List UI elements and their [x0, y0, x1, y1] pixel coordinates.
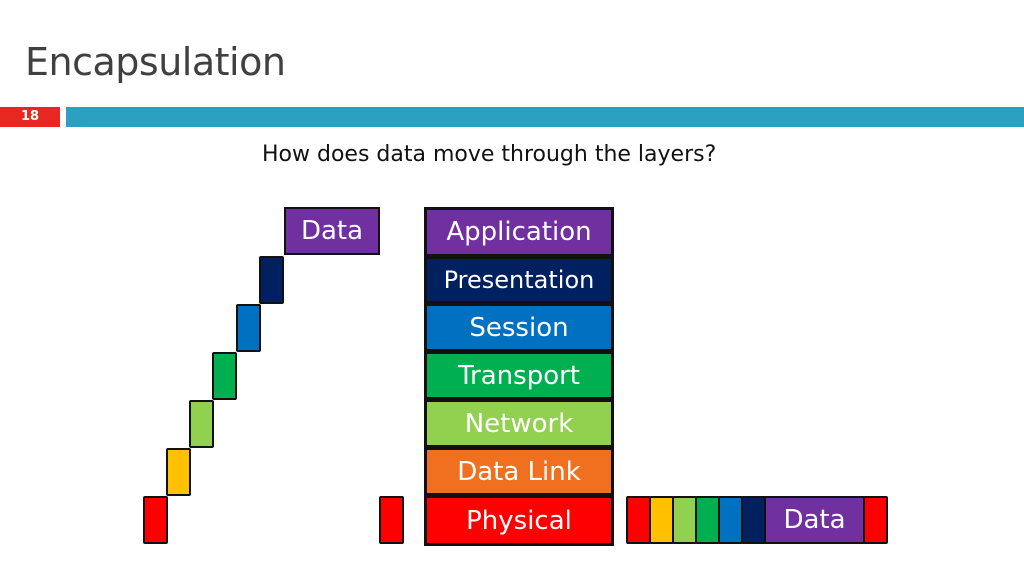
header-network — [189, 400, 214, 448]
header-physical — [143, 496, 168, 544]
header-session — [236, 304, 261, 352]
layer-session: Session — [424, 303, 614, 352]
slide-number: 18 — [0, 107, 60, 127]
frame-header-session — [718, 496, 743, 544]
frame-header-transport — [695, 496, 720, 544]
data-box: Data — [284, 207, 380, 255]
frame-header-datalink — [649, 496, 674, 544]
accent-bar — [66, 107, 1024, 127]
layer-application: Application — [424, 207, 614, 257]
frame-header-physical — [626, 496, 651, 544]
trailer-physical — [379, 496, 404, 544]
frame-trailer-physical — [863, 496, 888, 544]
slide-title: Encapsulation — [25, 40, 286, 84]
layer-network: Network — [424, 399, 614, 448]
header-datalink — [166, 448, 191, 496]
layer-physical: Physical — [424, 495, 614, 546]
header-transport — [212, 352, 237, 400]
layer-transport: Transport — [424, 351, 614, 400]
frame-header-network — [672, 496, 697, 544]
frame-data: Data — [764, 496, 865, 544]
layer-presentation: Presentation — [424, 256, 614, 304]
header-presentation — [259, 256, 284, 304]
question-text: How does data move through the layers? — [262, 142, 717, 167]
frame-header-presentation — [741, 496, 766, 544]
layer-datalink: Data Link — [424, 447, 614, 496]
